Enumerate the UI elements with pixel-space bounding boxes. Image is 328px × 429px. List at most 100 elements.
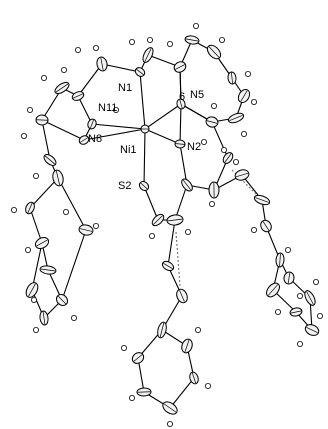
atom-c5	[206, 44, 222, 60]
atom-ni	[140, 124, 150, 134]
hydrogen-atom	[244, 71, 251, 78]
atom-s2	[138, 181, 150, 191]
hydrogen-atom	[93, 222, 100, 229]
atom-c27	[131, 352, 145, 364]
atom-c31	[181, 338, 193, 354]
atom-n8	[78, 135, 90, 145]
label-six: 6	[179, 91, 185, 103]
bond	[91, 123, 146, 130]
hydrogen-atom	[184, 228, 191, 235]
hydrogen-atom	[33, 326, 40, 333]
atom-c16	[275, 252, 285, 268]
atom-c9	[205, 116, 219, 128]
hydrogen-atom	[250, 99, 257, 106]
hydrogen-bond	[175, 231, 181, 287]
bond	[174, 184, 188, 221]
hydrogen-atom	[128, 394, 135, 401]
atom-n1	[134, 67, 146, 77]
atom-c28	[136, 387, 152, 397]
bond	[179, 143, 188, 186]
atom-c36	[25, 201, 35, 215]
atom-c42	[71, 91, 85, 101]
atom-c15	[260, 219, 272, 233]
hydrogen-atom	[166, 41, 173, 48]
bond	[144, 103, 182, 130]
label-ni1: Ni1	[120, 144, 137, 156]
label-n2: N2	[187, 141, 201, 153]
label-n1: N1	[118, 82, 132, 94]
hydrogen-atom	[24, 246, 31, 253]
hydrogen-atom	[113, 107, 120, 114]
bond	[41, 119, 85, 141]
hydrogen-atoms	[10, 22, 323, 427]
hydrogen-atom	[128, 39, 135, 46]
atom-c4	[184, 35, 200, 45]
atom-c38	[39, 265, 57, 275]
atom-n2	[174, 139, 186, 149]
hydrogen-atom	[63, 208, 70, 215]
atom-c34	[43, 154, 57, 166]
hydrogen-atom	[121, 344, 128, 351]
atom-c8	[227, 112, 245, 124]
hydrogen-atom	[204, 382, 211, 389]
atom-c20	[304, 290, 316, 306]
atom-c6	[227, 71, 237, 85]
hydrogen-atom	[316, 312, 323, 319]
hydrogen-atom	[30, 296, 37, 303]
atom-n11	[87, 118, 97, 130]
hydrogen-atom	[200, 138, 207, 145]
atom-c10	[181, 178, 193, 192]
hydrogen-atom	[71, 314, 78, 321]
bond	[29, 177, 59, 209]
atom-c40	[39, 310, 49, 326]
bond	[137, 357, 145, 393]
hydrogen-atom	[26, 107, 33, 114]
atom-c1	[96, 56, 108, 72]
bond	[57, 177, 87, 231]
hydrogen-atom	[148, 232, 155, 239]
atom-c41	[25, 282, 39, 298]
hydrogen-atom	[192, 22, 199, 29]
bond	[169, 377, 195, 409]
atom-c18	[289, 307, 303, 317]
hydrogen-atom	[296, 292, 303, 299]
atom-c11	[208, 181, 220, 199]
hydrogen-atom	[61, 67, 68, 74]
bond	[139, 71, 146, 130]
hydrogen-bond-network	[175, 169, 263, 287]
hydrogen-atom	[146, 37, 153, 44]
atom-c14	[253, 194, 271, 206]
atom-c43	[78, 224, 94, 236]
atom-n5	[176, 98, 186, 110]
atom-c23	[166, 214, 184, 226]
hydrogen-bond	[231, 169, 263, 201]
hydrogen-atom	[220, 146, 227, 153]
bond	[144, 128, 181, 145]
atom-c17	[266, 282, 280, 298]
atom-c30	[189, 371, 199, 385]
hydrogen-atom	[33, 172, 40, 179]
hydrogen-atom	[250, 226, 257, 233]
bond	[61, 229, 87, 301]
bond	[179, 103, 182, 145]
bond	[83, 128, 146, 141]
atom-c22	[151, 213, 165, 227]
bond	[143, 185, 159, 221]
atom-c35	[52, 169, 64, 187]
atom-c7	[237, 88, 251, 104]
label-s2: S2	[118, 180, 131, 192]
hydrogen-atom	[166, 420, 173, 427]
bond	[101, 63, 141, 73]
atom-c37	[34, 236, 50, 250]
atom-c3	[173, 61, 187, 73]
bond	[77, 63, 103, 97]
bond	[29, 207, 43, 244]
atom-c39	[55, 293, 69, 307]
atom-c19	[304, 324, 320, 336]
hydrogen-atom	[210, 103, 217, 110]
atom-c33	[35, 114, 49, 126]
atom-c13	[234, 169, 250, 181]
hydrogen-atom	[274, 308, 281, 315]
hydrogen-atom	[10, 206, 17, 213]
